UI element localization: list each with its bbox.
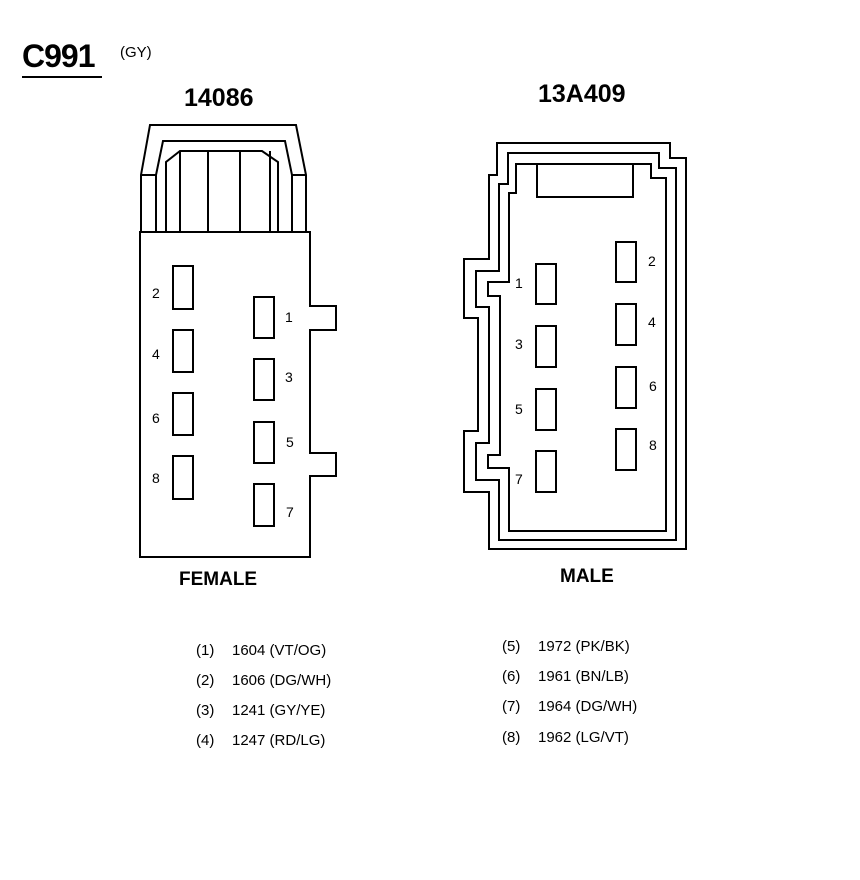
male-pin-label: 2 [648,253,656,269]
male-cavity-1 [535,263,557,305]
male-pin-label: 8 [649,437,657,453]
circuit-text: 1964 (DG/WH) [538,698,638,715]
male-cavity-8 [615,428,637,471]
circuit-pin: (1) [196,642,215,659]
male-cavity-2 [615,241,637,283]
circuit-pin: (3) [196,702,215,719]
female-pin-label: 1 [285,309,293,325]
male-pin-label: 3 [515,336,523,352]
male-pin-label: 4 [648,314,656,330]
male-cavity-4 [615,303,637,346]
female-label: FEMALE [179,569,258,590]
female-cavity-3 [253,358,275,401]
male-body-inner [475,152,677,541]
female-cavity-5 [253,421,275,464]
female-pin-label: 6 [152,410,160,426]
circuit-text: 1961 (BN/LB) [538,668,629,685]
female-cavity-8 [172,455,194,500]
circuit-text: 1962 (LG/VT) [538,729,629,746]
male-cavity-7 [535,450,557,493]
female-body-outline [139,231,337,558]
female-pin-label: 4 [152,346,160,362]
male-connector [463,142,687,550]
male-lock-tab [536,163,634,198]
circuit-text: 1241 (GY/YE) [232,702,326,719]
circuit-text: 1606 (DG/WH) [232,672,332,689]
male-pin-label: 1 [515,275,523,291]
male-pin-label: 7 [515,471,523,487]
female-cavity-7 [253,483,275,527]
female-cavity-2 [172,265,194,310]
circuit-text: 1604 (VT/OG) [232,642,327,659]
circuit-pin: (5) [502,638,521,655]
circuit-pin: (6) [502,668,521,685]
male-part-number: 13A409 [538,80,626,108]
female-pin-label: 2 [152,285,160,301]
circuit-row: (2) 1606 (DG/WH) [196,672,331,689]
male-pin-label: 6 [649,378,657,394]
circuit-row: (1) 1604 (VT/OG) [196,642,326,659]
connector-color-code: (GY) [120,44,152,61]
male-body-outer [463,142,687,550]
female-cavity-6 [172,392,194,436]
female-pin-label: 8 [152,470,160,486]
circuit-text: 1247 (RD/LG) [232,732,326,749]
female-connector [139,124,337,558]
circuit-row: (8) 1962 (LG/VT) [502,729,629,746]
circuit-row: (3) 1241 (GY/YE) [196,702,325,719]
connector-id: C991 [22,38,95,74]
circuit-row: (6) 1961 (BN/LB) [502,668,629,685]
circuit-pin: (2) [196,672,215,689]
female-cavity-1 [253,296,275,339]
female-pin-label: 5 [286,434,294,450]
male-cavity-3 [535,325,557,368]
female-cavity-4 [172,329,194,373]
female-part-number: 14086 [184,84,254,112]
female-pin-label: 7 [286,504,294,520]
female-latch [140,124,307,232]
circuit-row: (5) 1972 (PK/BK) [502,638,630,655]
female-pin-label: 3 [285,369,293,385]
circuit-pin: (7) [502,698,521,715]
circuit-text: 1972 (PK/BK) [538,638,630,655]
circuit-row: (4) 1247 (RD/LG) [196,732,325,749]
male-cavity-field [487,163,667,532]
connector-id-underline [22,76,102,78]
circuit-pin: (8) [502,729,521,746]
circuit-pin: (4) [196,732,215,749]
male-pin-label: 5 [515,401,523,417]
male-cavity-5 [535,388,557,431]
male-label: MALE [560,566,614,587]
male-cavity-6 [615,366,637,409]
circuit-row: (7) 1964 (DG/WH) [502,698,637,715]
